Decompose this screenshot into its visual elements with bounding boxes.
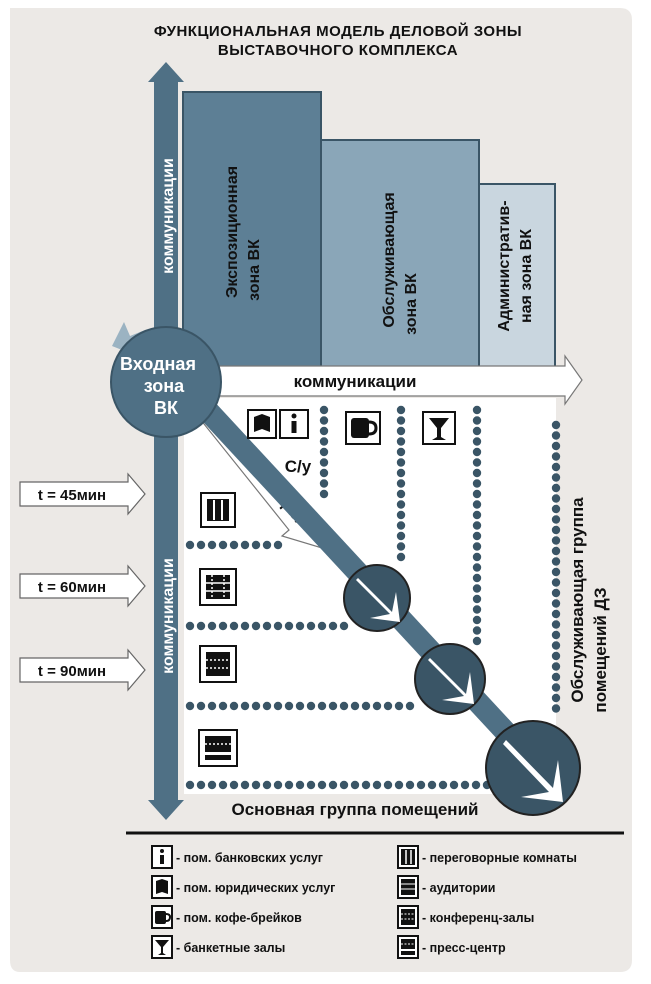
flow-node-3 [485, 720, 581, 816]
expo-zone-label-line1: Экспозиционная [224, 166, 241, 298]
legend-label-auditorium: - аудитории [422, 881, 495, 895]
entry-zone-label-line3: ВК [154, 398, 179, 418]
info-icon [279, 409, 309, 439]
wc-label: С/у [285, 457, 312, 476]
auditorium-icon [199, 568, 237, 606]
legend-item-book: - пом. юридических услуг [151, 875, 335, 899]
legend-label-book: - пом. юридических услуг [176, 881, 335, 895]
entry-zone-label-line2: зона [144, 376, 185, 396]
time-label-90: t = 90мин [38, 663, 106, 680]
diagram-title-line1: ФУНКЦИОНАЛЬНАЯ МОДЕЛЬ ДЕЛОВОЙ ЗОНЫ [154, 22, 522, 40]
legend-item-info: - пом. банковских услуг [151, 845, 323, 869]
legend-label-info: - пом. банковских услуг [176, 851, 323, 865]
main-dots-rows [185, 540, 492, 790]
legend-label-cup: - пом. кофе-брейков [176, 911, 302, 925]
horizontal-communications-label: коммуникации [294, 372, 417, 391]
service-group-label-line1: Обслуживающая группа [568, 497, 587, 703]
admin-zone-label-line1: Административ- [496, 200, 513, 331]
meeting-room-icon [200, 492, 236, 528]
expo-zone-block [182, 91, 322, 373]
service-zone-label-line1: Обслуживающая [381, 192, 398, 327]
cup-icon [345, 411, 381, 445]
time-label-60: t = 60мин [38, 579, 106, 596]
legend-label-conference-hall: - конференц-залы [422, 911, 534, 925]
legend-item-cup: - пом. кофе-брейков [151, 905, 302, 929]
legend-label-meeting-room: - переговорные комнаты [422, 851, 577, 865]
expo-zone-label-line2: зона ВК [246, 239, 263, 301]
book-icon [247, 409, 277, 439]
service-zone-block [320, 139, 480, 373]
time-label-45: t = 45мин [38, 487, 106, 504]
flow-node-1 [343, 564, 411, 632]
admin-zone-label-line2: ная зона ВК [518, 229, 535, 323]
glass-icon [422, 411, 456, 445]
time-arrow-60: t = 60мин [19, 564, 146, 608]
legend-label-glass: - банкетные залы [176, 941, 285, 955]
horizontal-communications-arrow [185, 354, 583, 406]
vertical-communications-label-bottom: коммуникации [160, 558, 177, 674]
main-group-label: Основная группа помещений [232, 800, 479, 819]
time-arrow-45: t = 45мин [19, 472, 146, 516]
legend-item-press-center: - пресс-центр [397, 935, 506, 959]
flow-node-2 [414, 643, 486, 715]
conference-hall-icon [199, 645, 237, 683]
service-dots-columns [319, 405, 561, 713]
legend-item-meeting-room: - переговорные комнаты [397, 845, 577, 869]
legend-label-press-center: - пресс-центр [422, 941, 506, 955]
service-zone-label-line2: зона ВК [403, 273, 420, 335]
legend-item-conference-hall: - конференц-залы [397, 905, 534, 929]
service-group-label-line2: помещений ДЗ [591, 587, 610, 712]
admin-zone-block [478, 183, 556, 373]
entry-zone-label-line1: Входная [120, 354, 196, 374]
press-center-icon [198, 729, 238, 767]
diagram-title-line2: ВЫСТАВОЧНОГО КОМПЛЕКСА [218, 42, 458, 59]
entry-zone-circle [110, 326, 222, 438]
legend-item-auditorium: - аудитории [397, 875, 495, 899]
vertical-communications-label-top: коммуникации [160, 158, 177, 274]
time-arrow-90: t = 90мин [19, 648, 146, 692]
vertical-communications-bar [148, 62, 184, 820]
legend-item-glass: - банкетные залы [151, 935, 285, 959]
